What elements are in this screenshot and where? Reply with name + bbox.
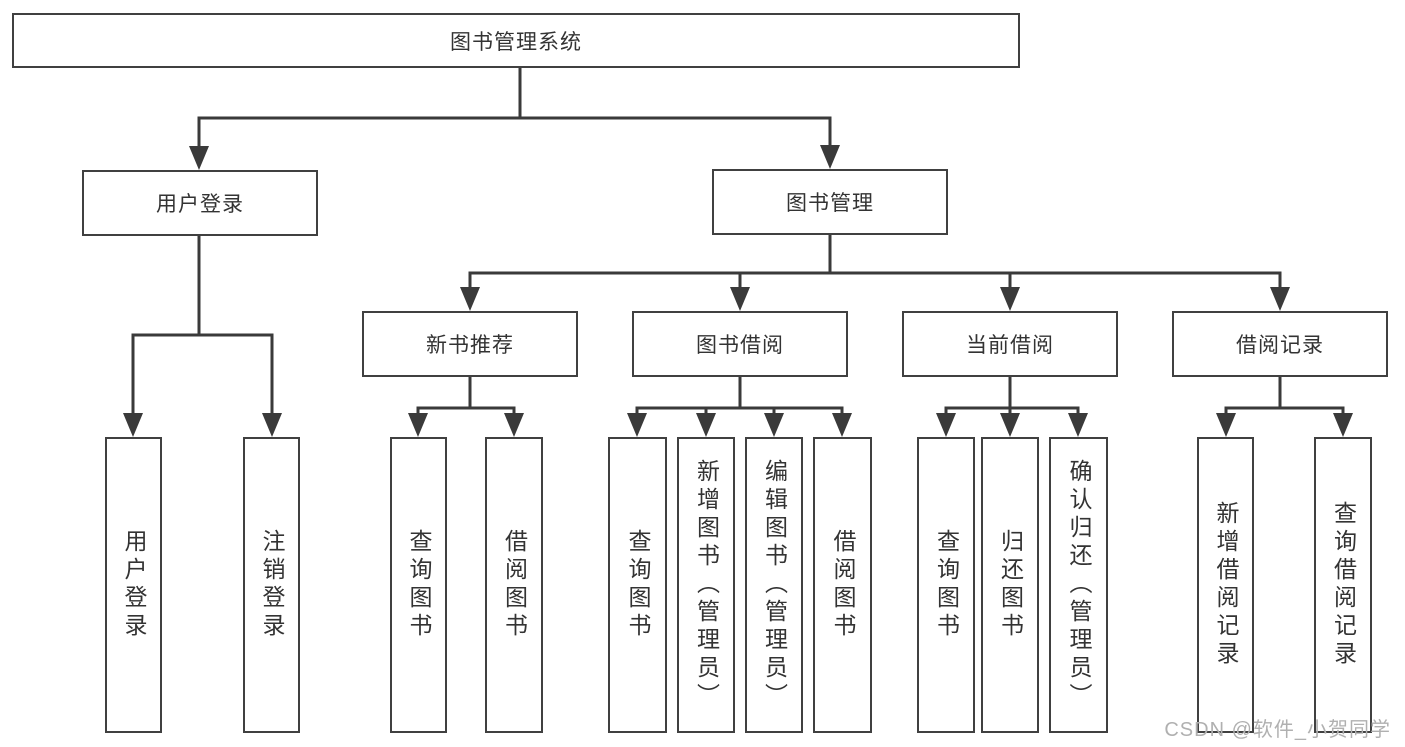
- connector-borrow-records: [1216, 375, 1353, 437]
- node-user-login-group: 用户登录: [82, 170, 318, 236]
- leaf-edit-book-admin: 编辑图书（管理员）: [745, 437, 803, 733]
- leaf-borrow-books: 借阅图书: [813, 437, 872, 733]
- connector-book-management: [460, 233, 1290, 311]
- watermark: CSDN @软件_小贺同学: [1164, 719, 1391, 741]
- node-current-borrow: 当前借阅: [902, 311, 1118, 377]
- connector-current-borrow: [936, 375, 1088, 437]
- node-book-borrow: 图书借阅: [632, 311, 848, 377]
- node-borrow-records: 借阅记录: [1172, 311, 1388, 377]
- connector-book-borrow: [627, 375, 852, 437]
- leaf-query-books-recommend: 查询图书: [390, 437, 447, 733]
- leaf-add-book-admin: 新增图书（管理员）: [677, 437, 735, 733]
- leaf-add-borrow-record: 新增借阅记录: [1197, 437, 1254, 733]
- connector-root: [189, 66, 840, 170]
- leaf-query-borrow-record: 查询借阅记录: [1314, 437, 1372, 733]
- leaf-query-books-current: 查询图书: [917, 437, 975, 733]
- leaf-query-books-borrow: 查询图书: [608, 437, 667, 733]
- connector-user-login: [123, 234, 282, 437]
- connector-new-book-recommend: [408, 375, 524, 437]
- node-new-book-recommend: 新书推荐: [362, 311, 578, 377]
- leaf-logout: 注销登录: [243, 437, 300, 733]
- leaf-return-book: 归还图书: [981, 437, 1039, 733]
- node-book-management-system: 图书管理系统: [12, 13, 1020, 68]
- leaf-user-login: 用户登录: [105, 437, 162, 733]
- node-book-management-group: 图书管理: [712, 169, 948, 235]
- leaf-confirm-return-admin: 确认归还（管理员）: [1049, 437, 1108, 733]
- leaf-borrow-books-recommend: 借阅图书: [485, 437, 543, 733]
